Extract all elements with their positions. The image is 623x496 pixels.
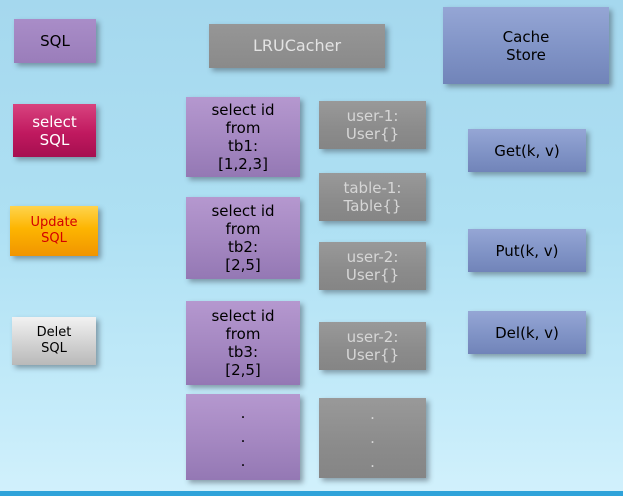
cache-store-box: Cache Store [443,7,609,84]
sql-box: SQL [14,19,96,63]
update-sql-box: Update SQL [10,206,98,256]
cache-entry-user1-box: user-1: User{} [319,101,426,149]
del-operation-box: Del(k, v) [468,311,586,354]
cache-entry-table1-box: table-1: Table{} [319,173,426,221]
bottom-border-strip [0,491,623,496]
select-sql-box: select SQL [13,104,96,157]
query-tb3-box: select id from tb3: [2,5] [186,301,300,385]
query-tb1-box: select id from tb1: [1,2,3] [186,97,300,177]
lrucacher-box: LRUCacher [209,24,385,68]
get-operation-box: Get(k, v) [468,129,586,172]
query-tb2-box: select id from tb2: [2,5] [186,197,300,279]
delet-sql-box: Delet SQL [12,317,96,365]
cache-entry-user2a-box: user-2: User{} [319,242,426,290]
query-ellipsis-box: . . . [186,394,300,480]
cache-entry-ellipsis-box: . . . [319,398,426,478]
put-operation-box: Put(k, v) [468,229,586,272]
cache-entry-user2b-box: user-2: User{} [319,322,426,370]
